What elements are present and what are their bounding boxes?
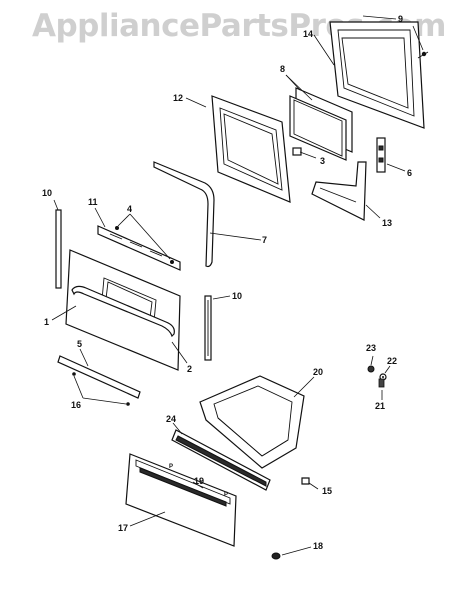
callout-24: 24 — [166, 414, 176, 424]
part-3-clip — [292, 147, 302, 156]
callout-9: 9 — [398, 14, 403, 24]
leader-lines — [51, 15, 424, 556]
callout-4: 4 — [127, 204, 132, 214]
callout-16: 16 — [71, 400, 81, 410]
callout-20: 20 — [313, 367, 323, 377]
part-14-outer-door-frame — [329, 21, 425, 129]
callout-14: 14 — [303, 29, 313, 39]
part-23-washer — [367, 365, 375, 373]
part-1-outer-door-panel — [65, 249, 181, 371]
callout-10-upper: 10 — [42, 188, 52, 198]
callout-7: 7 — [262, 235, 267, 245]
part-6-hinge-bracket — [376, 137, 386, 173]
part-24-drawer-bracket — [171, 429, 271, 491]
part-7-door-gasket — [153, 161, 215, 268]
callout-3: 3 — [320, 156, 325, 166]
callout-labels: 9 14 8 12 3 6 13 7 10 11 4 10 1 2 5 16 2… — [42, 14, 412, 551]
part-5-bottom-rail — [57, 355, 141, 399]
callout-23: 23 — [366, 343, 376, 353]
part-10-door-side-strip-right — [204, 295, 212, 361]
callout-17: 17 — [118, 523, 128, 533]
callout-19: 19 — [194, 476, 204, 486]
callout-12: 12 — [173, 93, 183, 103]
part-10-door-side-strip-left — [55, 209, 62, 289]
callout-10-lower: 10 — [232, 291, 242, 301]
part-9-screw — [417, 51, 429, 59]
part-13-l-bracket — [311, 161, 367, 221]
part-21-screw — [378, 378, 385, 388]
callout-8: 8 — [280, 64, 285, 74]
part-15-clip — [301, 477, 310, 485]
part-16-screws — [72, 372, 130, 406]
part-4-screws — [115, 226, 174, 264]
part-11-vent-trim — [97, 225, 181, 271]
callout-5: 5 — [77, 339, 82, 349]
p-mark-left: P — [169, 464, 173, 470]
callout-22: 22 — [387, 356, 397, 366]
part-8-glass-panels — [289, 87, 353, 161]
p-mark-right: P — [224, 492, 228, 498]
callout-21: 21 — [375, 401, 385, 411]
callout-15: 15 — [322, 486, 332, 496]
callout-1: 1 — [44, 317, 49, 327]
callout-11: 11 — [88, 197, 98, 207]
callout-13: 13 — [382, 218, 392, 228]
part-12-inner-door-liner — [211, 95, 291, 203]
part-17-drawer-front-panel — [125, 453, 237, 547]
part-19-mount-points: P P — [169, 464, 228, 498]
callout-18: 18 — [313, 541, 323, 551]
part-20-drawer-tub — [199, 375, 305, 469]
callout-6: 6 — [407, 168, 412, 178]
callout-2: 2 — [187, 364, 192, 374]
part-18-foot — [271, 552, 281, 560]
